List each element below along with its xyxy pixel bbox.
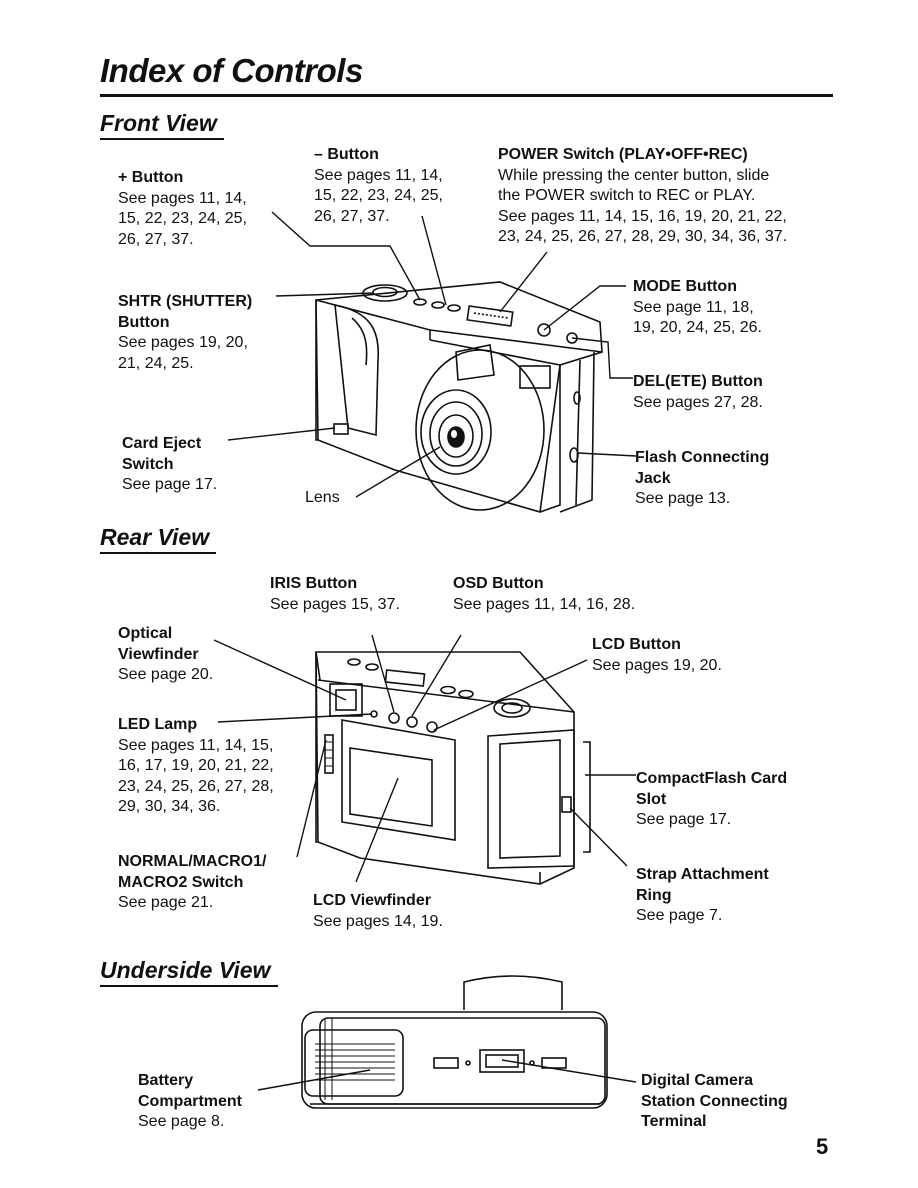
page-number: 5 [816,1134,829,1159]
lcd-viewfinder-label: LCD Viewfinder See pages 14, 19. [313,892,443,930]
lens-label: Lens [305,489,340,506]
station-terminal-label: Digital Camera Station Connecting Termin… [641,1072,788,1130]
led-lamp-label: LED Lamp See pages 11, 14, 15, 16, 17, 1… [118,716,274,815]
underside-camera-illustration [301,975,608,1109]
macro-switch-label: NORMAL/MACRO1/ MACRO2 Switch See page 21… [118,853,267,911]
front-view-heading: Front View [100,110,217,136]
plus-button-label: + Button See pages 11, 14, 15, 22, 23, 2… [118,169,247,248]
iris-button-label: IRIS Button See pages 15, 37. [270,575,400,613]
mode-button-label: MODE Button See page 11, 18, 19, 20, 24,… [633,278,762,336]
front-camera-illustration [315,281,603,513]
rear-camera-illustration [315,651,591,885]
shutter-button-label: SHTR (SHUTTER) Button See pages 19, 20, … [118,293,253,372]
page-title: Index of Controls [100,52,363,89]
underside-view-rule [100,985,278,987]
card-eject-label: Card Eject Switch See page 17. [122,435,218,493]
battery-compartment-label: Battery Compartment See page 8. [138,1072,243,1130]
power-switch-label: POWER Switch (PLAY•OFF•REC) While pressi… [498,146,788,245]
delete-button-label: DEL(ETE) Button See pages 27, 28. [633,373,763,411]
front-view-rule [100,138,224,140]
flash-jack-label: Flash Connecting Jack See page 13. [635,449,770,507]
rear-view-heading: Rear View [100,524,210,550]
minus-button-label: – Button See pages 11, 14, 15, 22, 23, 2… [314,146,443,225]
front-leader-lines [227,211,637,498]
underside-leader-lines [257,1059,637,1091]
title-rule [100,94,833,97]
strap-ring-label: Strap Attachment Ring See page 7. [636,866,769,924]
optical-viewfinder-label: Optical Viewfinder See page 20. [118,625,214,683]
osd-button-label: OSD Button See pages 11, 14, 16, 28. [453,575,636,613]
cf-slot-label: CompactFlash Card Slot See page 17. [636,770,788,828]
underside-view-heading: Underside View [100,957,271,983]
lcd-button-label: LCD Button See pages 19, 20. [592,636,722,674]
rear-leader-lines [213,634,636,883]
rear-view-rule [100,552,216,554]
